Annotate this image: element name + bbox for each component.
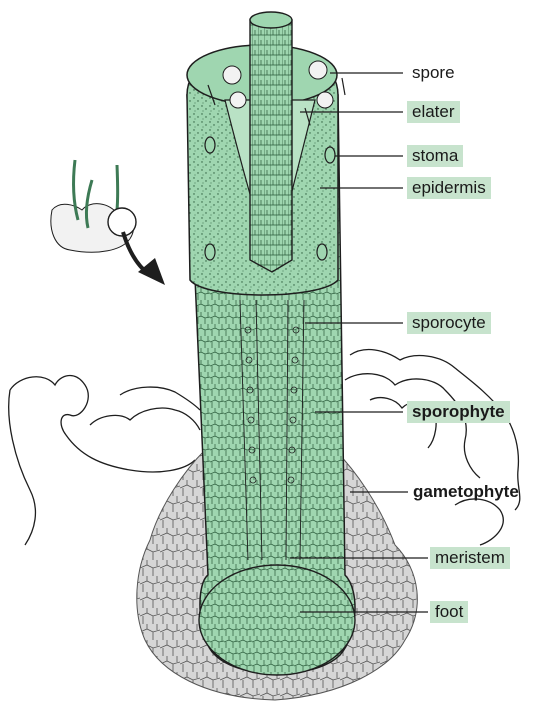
- columella: [250, 20, 292, 272]
- label-stoma: stoma: [407, 145, 463, 167]
- label-epidermis: epidermis: [407, 177, 491, 199]
- label-gametophyte: gametophyte: [413, 481, 519, 503]
- label-elater: elater: [407, 101, 460, 123]
- label-foot: foot: [430, 601, 468, 623]
- foot: [199, 565, 355, 675]
- label-spore: spore: [412, 62, 455, 84]
- label-meristem: meristem: [430, 547, 510, 569]
- label-sporophyte: sporophyte: [407, 401, 510, 423]
- label-sporocyte: sporocyte: [407, 312, 491, 334]
